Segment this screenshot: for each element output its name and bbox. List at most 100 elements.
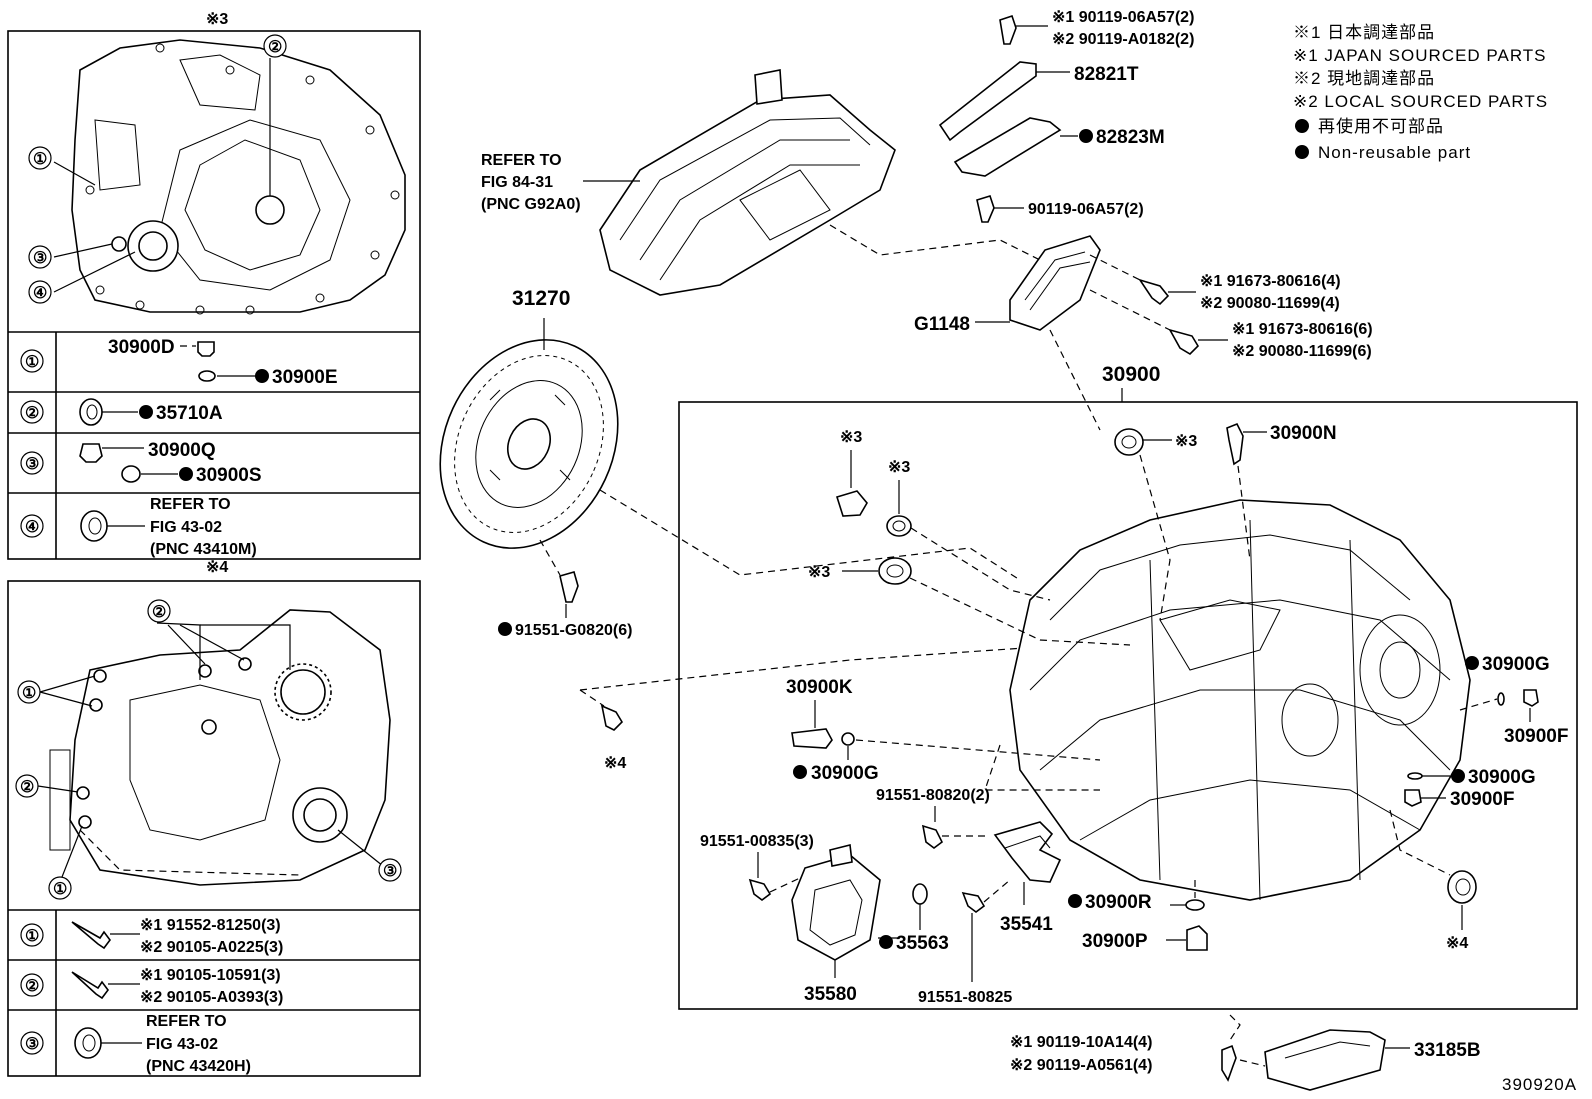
callout-2 — [263, 34, 287, 58]
part-31270: 31270 — [512, 287, 570, 310]
part-30900: 30900 — [1102, 363, 1160, 386]
panel-x3-title: ※3 — [206, 11, 228, 28]
legend-line-2: ※1 JAPAN SOURCED PARTS — [1293, 46, 1547, 65]
bolt-icon — [921, 824, 944, 849]
row-1-num: ① — [25, 354, 39, 371]
panel-x4-frame — [7, 580, 421, 1077]
callout-1-label: ① — [33, 151, 47, 168]
callout-3: ③ — [383, 863, 397, 880]
upper-bracket-parts: ※1 90119-06A57(2) ※2 90119-A0182(2) 8282… — [829, 9, 1373, 431]
part-30900Q: 30900Q — [148, 440, 216, 461]
legend-line-3: ※2 現地調達部品 — [1293, 69, 1435, 88]
part-30900E: 30900E — [272, 367, 338, 388]
plug-icon — [79, 443, 103, 463]
bolt-icon — [976, 195, 995, 223]
o-ring-icon — [1407, 772, 1423, 780]
callout-3-label: ③ — [33, 250, 47, 267]
callout-2: ② — [152, 604, 166, 621]
part-30900G-a: 30900G — [1482, 654, 1550, 675]
refer-fig84-line2: FIG 84-31 — [481, 174, 553, 191]
part-30900-frame — [678, 401, 1578, 1010]
row-1-num: ① — [25, 928, 39, 945]
refer-text: REFER TO — [146, 1013, 227, 1030]
part-G1148: G1148 — [914, 314, 970, 335]
gasket-icon — [198, 370, 216, 382]
bolt-91673-b: ※1 91673-80616(6) — [1232, 321, 1373, 338]
non-reusable-dot-icon — [1295, 145, 1309, 159]
transaxle-housing-30900: 30900 ※3 ※3 ※3 ※3 30900N — [678, 363, 1578, 1010]
bolt-icon — [999, 14, 1017, 45]
ecu-G1148-icon — [1009, 235, 1101, 331]
bolt-90080-a: ※2 90080-11699(4) — [1200, 295, 1340, 312]
refer-fig: FIG 43-02 — [146, 1036, 218, 1053]
callout-4-label: ④ — [33, 285, 47, 302]
callout-2-label: ② — [268, 39, 282, 56]
bolt-icon — [559, 571, 579, 603]
bolt-90119-06A57-b: 90119-06A57(2) — [1028, 201, 1144, 218]
non-reusable-dot-icon — [1295, 119, 1309, 133]
refer-text: REFER TO — [150, 496, 231, 513]
row-2-num: ② — [25, 405, 39, 422]
part-33185B: 33185B — [1414, 1040, 1481, 1061]
bolt-icon — [961, 891, 986, 913]
row-3-num: ③ — [25, 456, 39, 473]
callout-1 — [28, 146, 52, 170]
bolt-90119-10A14: ※1 90119-10A14(4) — [1010, 1034, 1152, 1051]
part-90105-A0393: ※2 90105-A0393(3) — [140, 989, 283, 1006]
bolt-90119-A0182: ※2 90119-A0182(2) — [1052, 31, 1194, 48]
callout-3 — [28, 245, 52, 269]
oil-seal-icon — [79, 398, 103, 426]
bolt-icon — [600, 704, 624, 731]
part-82823M: 82823M — [1096, 127, 1165, 148]
legend-line-5: 再使用不可部品 — [1318, 116, 1444, 136]
part-90105-10591: ※1 90105-10591(3) — [140, 967, 281, 984]
refer-fig84-line3: (PNC G92A0) — [481, 196, 581, 213]
part-30900R: 30900R — [1085, 892, 1152, 913]
legend: ※1 日本調達部品 ※1 JAPAN SOURCED PARTS ※2 現地調達… — [1293, 23, 1547, 162]
callout-1: ① — [22, 685, 36, 702]
refer-pnc: (PNC 43410M) — [150, 541, 257, 558]
panel-x4: ※4 — [7, 559, 421, 1077]
part-35563: 35563 — [896, 933, 949, 954]
part-35580: 35580 — [804, 984, 857, 1005]
part-82821T: 82821T — [1074, 64, 1139, 85]
legend-line-1: ※1 日本調達部品 — [1293, 23, 1435, 42]
sensor-30900K-icon — [791, 728, 833, 749]
bolt-91551-G0820: 91551-G0820(6) — [515, 622, 632, 639]
callout-4 — [28, 280, 52, 304]
legend-line-6: Non-reusable part — [1318, 143, 1471, 162]
row-4-num: ④ — [25, 519, 39, 536]
plug-bolt-icon — [197, 341, 215, 357]
part-30900G-b: 30900G — [1468, 767, 1536, 788]
inverter-assembly: REFER TO FIG 84-31 (PNC G92A0) — [481, 69, 896, 296]
bolt-icon — [1168, 328, 1200, 356]
bracket-82823M-icon — [953, 117, 1062, 177]
bolt-91551-00835: 91551-00835(3) — [700, 833, 814, 850]
callout-1b: ① — [53, 881, 67, 898]
part-30900F-b: 30900F — [1450, 789, 1514, 810]
transaxle-case-top-illustration — [53, 39, 406, 315]
part-30900F-a: 30900F — [1504, 726, 1568, 747]
part-91552-81250: ※1 91552-81250(3) — [140, 917, 281, 934]
damper-disc-31270: 31270 91551-G0820(6) ※4 — [439, 287, 1141, 772]
figure-id: 390920A — [1502, 1075, 1577, 1094]
part-30900N: 30900N — [1270, 423, 1337, 444]
bolt-90119-06A57: ※1 90119-06A57(2) — [1052, 9, 1194, 26]
part-30900D: 30900D — [108, 337, 175, 358]
row-2-num: ② — [25, 978, 39, 995]
bolt-icon — [748, 878, 772, 901]
oil-seal-icon — [74, 1027, 102, 1059]
bolt-icon — [71, 921, 111, 950]
o-ring-icon — [841, 732, 855, 746]
plug-icon — [1523, 689, 1539, 707]
sensor-30900N-icon — [1226, 422, 1244, 466]
bolt-icon — [71, 971, 109, 1000]
bolt-91551-80820: 91551-80820(2) — [876, 787, 990, 804]
o-ring-icon — [1497, 692, 1505, 706]
note-x3-c: ※3 — [888, 459, 910, 476]
note-x3-b: ※3 — [840, 429, 862, 446]
bolt-90080-b: ※2 90080-11699(6) — [1232, 343, 1372, 360]
panel-x3: ※3 ① — [7, 11, 421, 560]
bracket-33185B-icon — [1264, 1029, 1386, 1091]
